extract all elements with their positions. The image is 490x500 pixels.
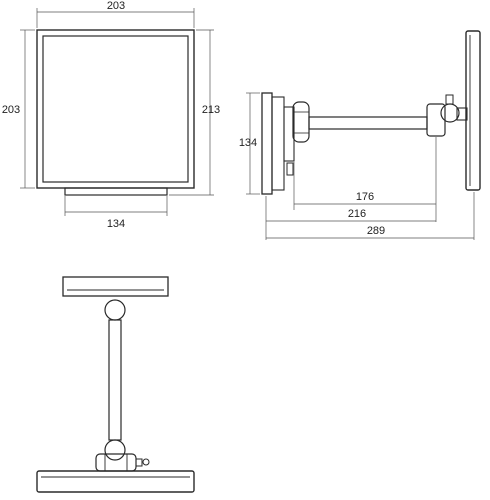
side-wall-plate-inner [271, 96, 285, 191]
top-hinge [95, 453, 137, 472]
top-mirror-edge [36, 470, 195, 493]
dim-side-total: 289 [266, 225, 474, 239]
dim-side-arm: 176 [294, 191, 436, 205]
top-wall-plate [62, 276, 169, 297]
side-mount-knob [286, 162, 294, 176]
dim-front-height-right-label: 213 [202, 104, 220, 116]
top-view [36, 276, 195, 493]
side-ball-joint [440, 103, 460, 123]
front-base-plate [64, 187, 168, 196]
top-arm [108, 319, 122, 441]
dim-side-height-label: 134 [239, 137, 257, 149]
side-wall-plate [261, 92, 273, 195]
top-screw-head [142, 458, 150, 466]
side-view: 134 176 216 289 [239, 30, 481, 240]
dim-front-base-width: 134 [64, 196, 168, 230]
dim-front-height-left-label: 203 [2, 104, 20, 116]
top-wall-ball-joint [104, 299, 126, 321]
top-hinge-screw [135, 458, 143, 467]
dim-front-width-label: 203 [107, 0, 125, 12]
dim-front-width: 203 [36, 0, 195, 28]
side-mirror-edge [465, 30, 481, 191]
dim-side-total-label: 289 [367, 225, 385, 237]
dim-side-height: 134 [239, 92, 260, 195]
dim-side-reach: 216 [266, 208, 436, 222]
front-mirror-frame [36, 29, 195, 189]
side-arm [308, 116, 428, 130]
side-mount-block [283, 106, 295, 162]
top-mirror-ball-joint [104, 439, 126, 461]
side-mirror-bracket [456, 107, 468, 121]
dim-front-height-left: 203 [2, 29, 35, 189]
dim-side-arm-label: 176 [356, 191, 374, 203]
dim-side-reach-label: 216 [348, 208, 366, 220]
dim-front-height-right: 213 [169, 29, 220, 196]
side-wall-joint [292, 101, 310, 143]
dim-front-base-width-label: 134 [107, 218, 125, 230]
front-mirror-glass [42, 35, 189, 183]
side-joint-screw [445, 94, 454, 105]
front-view: 203 203 213 134 [2, 0, 220, 230]
